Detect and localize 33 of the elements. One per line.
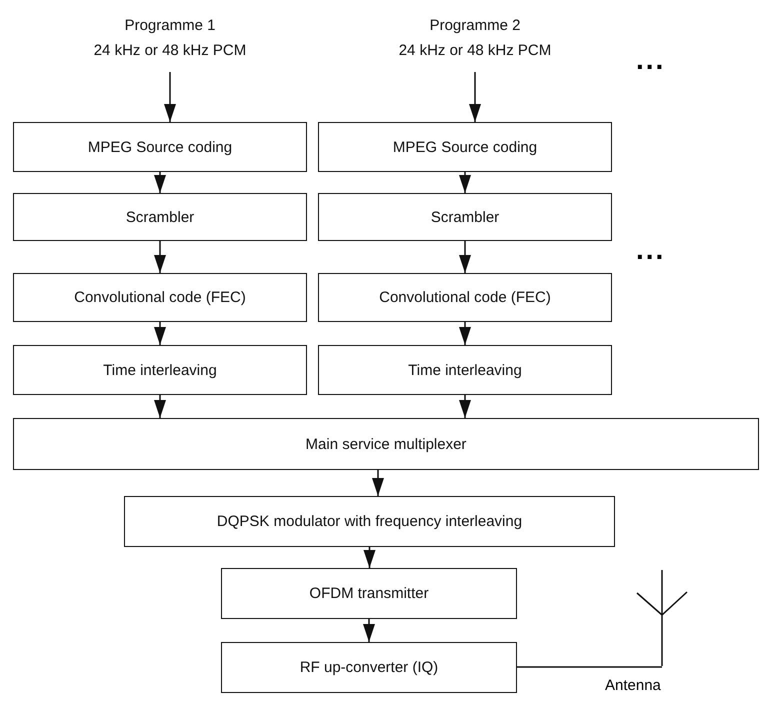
- process-box: RF up-converter (IQ): [221, 642, 517, 693]
- process-box: Convolutional code (FEC): [318, 273, 612, 322]
- input-format: 24 kHz or 48 kHz PCM: [94, 41, 246, 61]
- arrow: [459, 395, 471, 418]
- process-box: Time interleaving: [318, 345, 612, 395]
- input-format: 24 kHz or 48 kHz PCM: [398, 41, 552, 61]
- arrow: [364, 547, 376, 568]
- process-box: Scrambler: [13, 193, 307, 241]
- arrow: [459, 172, 471, 193]
- arrow: [459, 322, 471, 345]
- arrow: [372, 470, 384, 496]
- connector-line: [517, 666, 662, 668]
- process-box: Scrambler: [318, 193, 612, 241]
- process-box: Main service multiplexer: [13, 418, 759, 470]
- arrow: [363, 619, 375, 642]
- ellipsis: ...: [636, 234, 666, 266]
- process-box: OFDM transmitter: [221, 568, 517, 619]
- antenna-label: Antenna: [605, 677, 661, 694]
- arrow: [154, 322, 166, 345]
- arrow: [164, 72, 176, 122]
- ellipsis: ...: [636, 44, 666, 76]
- arrow: [154, 395, 166, 418]
- process-box: Time interleaving: [13, 345, 307, 395]
- arrow: [154, 241, 166, 273]
- input-title: Programme 2: [430, 16, 520, 36]
- process-box: Convolutional code (FEC): [13, 273, 307, 322]
- process-box: DQPSK modulator with frequency interleaving: [124, 496, 615, 547]
- process-box: MPEG Source coding: [318, 122, 612, 172]
- process-box: MPEG Source coding: [13, 122, 307, 172]
- arrow: [469, 72, 481, 122]
- arrow: [459, 241, 471, 273]
- arrow: [154, 172, 166, 193]
- input-title: Programme 1: [124, 16, 216, 36]
